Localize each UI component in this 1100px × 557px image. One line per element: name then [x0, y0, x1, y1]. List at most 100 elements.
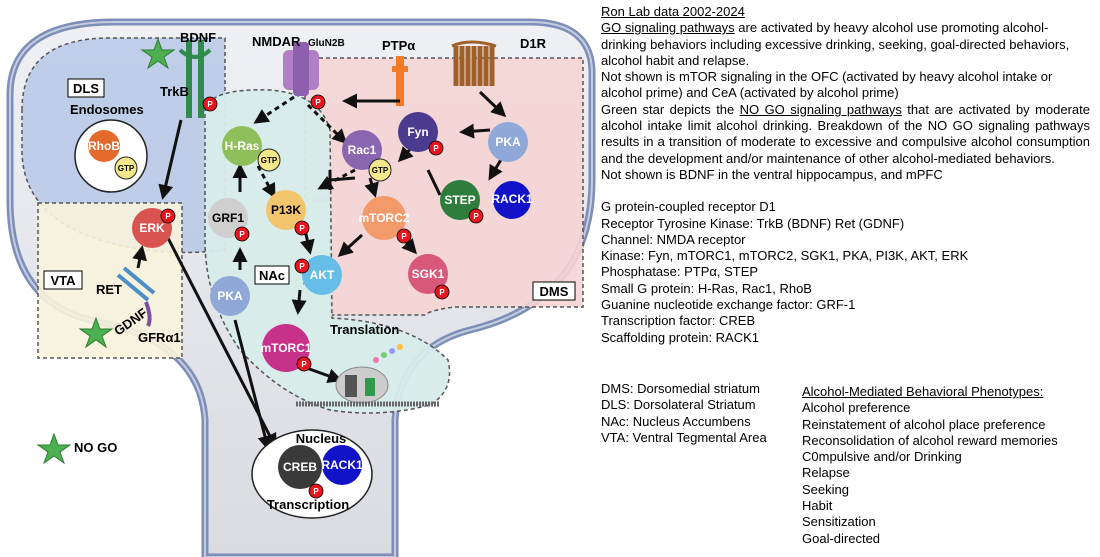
heading: Ron Lab data 2002-2024: [601, 4, 745, 19]
nogo-link: NO GO signaling pathways: [739, 101, 902, 117]
phenotype-item: Goal-directed: [802, 530, 881, 546]
pathway-arrows: [132, 90, 507, 451]
nogo-legend-star: [36, 432, 72, 465]
class-item: Receptor Tyrosine Kinase: TrkB (BDNF) Re…: [601, 215, 905, 231]
dls-label: DLS: [73, 81, 99, 96]
phenotype-item: Seeking: [802, 481, 849, 497]
pi3k-label: P13K: [271, 203, 301, 217]
abbr-item: DMS: Dorsomedial striatum: [601, 381, 760, 396]
phenotype-item: Habit: [802, 498, 833, 514]
dashed-arrows: [253, 95, 356, 199]
nucleus-label: Nucleus: [296, 431, 347, 446]
endosomes-label: Endosomes: [70, 102, 144, 117]
phospho-label: P: [401, 232, 407, 241]
bdnf-label: BDNF: [180, 30, 216, 45]
fyn-label: Fyn: [407, 125, 428, 139]
phospho-label: P: [165, 212, 171, 221]
d1r-label: D1R: [520, 36, 547, 51]
nmdar-receptor: NMDAR GluN2B: [252, 34, 345, 96]
ptpa-receptor: PTPα: [382, 38, 415, 106]
gtp-label: GTP: [261, 156, 278, 165]
class-item: Transcription factor: CREB: [601, 313, 756, 329]
erk-label: ERK: [139, 221, 165, 235]
molecule-hras: H-Ras GTP: [222, 126, 281, 172]
phospho-label: P: [473, 212, 479, 221]
nac-label: NAc: [259, 268, 285, 283]
phenotype-item: Alcohol preference: [802, 400, 911, 416]
vta-label: VTA: [50, 273, 76, 288]
trkb-receptor: BDNF TrkB: [160, 30, 216, 118]
phenotype-item: C0mpulsive and/or Drinking: [802, 449, 962, 465]
phospho-markers: P P P P P P P P P P P P: [160, 94, 484, 499]
phospho-label: P: [433, 144, 439, 153]
rhob-label: RhoB: [88, 139, 120, 153]
nogo-star-gdnf: [78, 316, 114, 349]
gfra1-label: GFRα1: [138, 330, 181, 345]
ptpa-label: PTPα: [382, 38, 415, 53]
phenotype-item: Reconsolidation of alcohol reward memori…: [802, 432, 1058, 448]
phospho-label: P: [239, 230, 245, 239]
phospho-label: P: [299, 262, 305, 271]
nogo-legend-label: NO GO: [74, 440, 117, 455]
ret-label: RET: [96, 282, 122, 297]
go-text: are activated by heavy alcohol use promo…: [601, 20, 1070, 68]
class-item: Small G protein: H-Ras, Rac1, RhoB: [601, 280, 812, 296]
abbr-item: NAc: Nucleus Accumbens: [601, 413, 751, 429]
signaling-diagram: DLS Endosomes DMS NAc Translation VTA Rh…: [6, 18, 596, 557]
phospho-label: P: [315, 98, 321, 107]
phospho-label: P: [301, 360, 307, 369]
phospho-label: P: [207, 100, 213, 109]
mtorc2-label: mTORC2: [358, 211, 409, 225]
step-label: STEP: [444, 193, 475, 207]
class-item: Guanine nucleotide exchange factor: GRF-…: [601, 297, 856, 313]
nogo-paragraph: Green star depicts the NO GO signaling p…: [601, 102, 1090, 167]
class-item: Kinase: Fyn, mTORC1, mTORC2, SGK1, PKA, …: [601, 248, 969, 264]
molecule-sgk1: SGK1: [408, 254, 448, 294]
molecule-rac1: Rac1 GTP: [342, 130, 392, 182]
phenotype-list: Alcohol-Mediated Behavioral Phenotypes: …: [802, 384, 1096, 547]
nucleus: Nucleus CREB RACK1 Transcription: [251, 429, 373, 519]
mtorc1-label: mTORC1: [260, 341, 311, 355]
d1r-receptor: D1R: [451, 36, 547, 86]
gtp-label: GTP: [118, 164, 135, 173]
nogo-text: that are activated by moderate alcohol i…: [601, 101, 1091, 166]
ribosome: [296, 344, 440, 407]
abbreviation-list: DMS: Dorsomedial striatum DLS: Dorsolate…: [601, 381, 801, 446]
nogo-legend: NO GO: [36, 432, 117, 465]
molecule-pka-nac: PKA: [210, 276, 250, 316]
grf1-label: GRF1: [212, 211, 244, 225]
abbr-item: DLS: Dorsolateral Striatum: [601, 397, 756, 413]
class-item: Scaffolding protein: RACK1: [601, 329, 760, 345]
rack1-label: RACK1: [491, 192, 533, 206]
translation-label: Translation: [330, 322, 399, 337]
bdnf-paragraph: Not shown is BDNF in the ventral hippoca…: [601, 166, 943, 182]
phenotype-title: Alcohol-Mediated Behavioral Phenotypes:: [802, 384, 1044, 399]
phospho-label: P: [299, 224, 305, 233]
molecule-fyn: Fyn: [398, 112, 438, 152]
phospho-label: P: [439, 288, 445, 297]
abbr-item: VTA: Ventral Tegmental Area: [601, 429, 767, 445]
glun2b-label: GluN2B: [308, 38, 345, 49]
gtp-label: GTP: [372, 166, 389, 175]
go-link: GO signaling pathways: [601, 20, 735, 36]
sgk1-label: SGK1: [412, 267, 445, 281]
class-item: Channel: NMDA receptor: [601, 231, 746, 247]
go-paragraph: GO signaling pathways are activated by h…: [601, 20, 1090, 69]
endosome: RhoB GTP: [74, 119, 148, 193]
phenotype-item: Reinstatement of alcohol place preferenc…: [802, 416, 1046, 432]
molecule-step: STEP: [440, 180, 480, 220]
molecule-mtorc2: mTORC2: [358, 196, 410, 240]
description-panel: Ron Lab data 2002-2024 GO signaling path…: [601, 4, 1090, 346]
nmdar-label: NMDAR: [252, 34, 301, 49]
molecule-rack1-dms: RACK1: [491, 181, 533, 219]
class-item: Phosphatase: PTPα, STEP: [601, 264, 759, 280]
phenotype-item: Relapse: [802, 465, 850, 481]
rack1-label: RACK1: [321, 458, 363, 472]
pka-label: PKA: [217, 289, 243, 303]
rac1-label: Rac1: [348, 143, 377, 157]
transcription-label: Transcription: [267, 497, 349, 512]
nogo-pre: Green star depicts the: [601, 101, 740, 117]
trkb-label: TrkB: [160, 84, 189, 99]
class-list: G protein-coupled receptor D1 Receptor T…: [601, 199, 1090, 346]
akt-label: AKT: [310, 268, 335, 282]
